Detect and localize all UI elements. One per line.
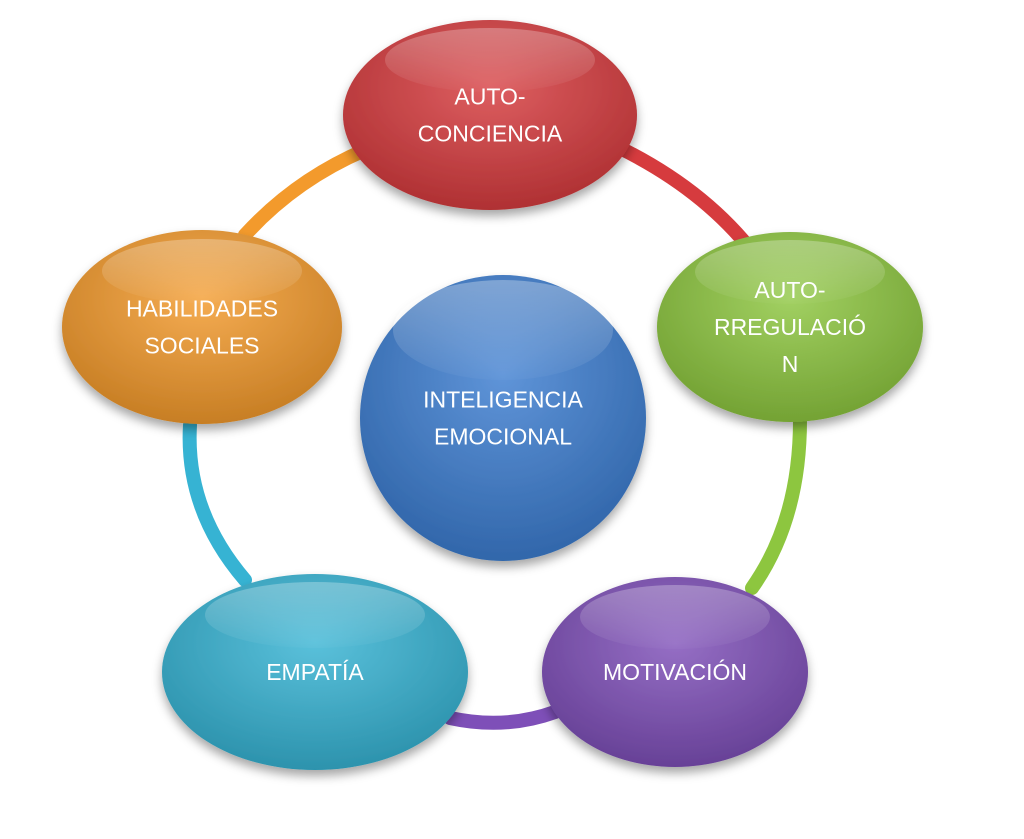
center-label: INTELIGENCIA EMOCIONAL [423, 387, 583, 450]
node-label-habilidades-sociales: HABILIDADES SOCIALES [126, 296, 278, 359]
node-autorregulacion [657, 232, 923, 422]
node-autoconciencia [343, 20, 637, 210]
node-label-autorregulacion: AUTO- RREGULACIÓ N [714, 277, 866, 377]
connector-autoconciencia-autorregulacion [613, 141, 762, 262]
node-label-autoconciencia: AUTO- CONCIENCIA [418, 84, 563, 147]
outer-nodes: AUTO- CONCIENCIA AUTO- RREGULACIÓ N MOTIVAC… [62, 20, 923, 770]
label-line: EMPATÍA [266, 659, 364, 685]
node-label-motivacion: MOTIVACIÓN [603, 659, 747, 685]
connector-habilidades-autoconciencia [238, 143, 372, 242]
node-habilidades-sociales [62, 230, 342, 424]
node-empatia [162, 574, 468, 770]
node-motivacion [542, 577, 808, 767]
label-line: AUTO- [454, 84, 525, 110]
label-line: MOTIVACIÓN [603, 659, 747, 685]
label-line: HABILIDADES [126, 296, 278, 322]
center-node [360, 275, 646, 561]
label-line: N [782, 351, 799, 377]
connector-motivacion-empatia [443, 705, 562, 730]
label-line: SOCIALES [144, 333, 259, 359]
node-label-empatia: EMPATÍA [266, 659, 364, 685]
label-line: EMOCIONAL [434, 424, 572, 450]
label-line: AUTO- [754, 277, 825, 303]
connector-empatia-habilidades [182, 418, 252, 587]
connector-autorregulacion-motivacion [745, 413, 807, 595]
label-line: RREGULACIÓ [714, 314, 866, 340]
label-line: CONCIENCIA [418, 121, 563, 147]
label-line: INTELIGENCIA [423, 387, 583, 413]
